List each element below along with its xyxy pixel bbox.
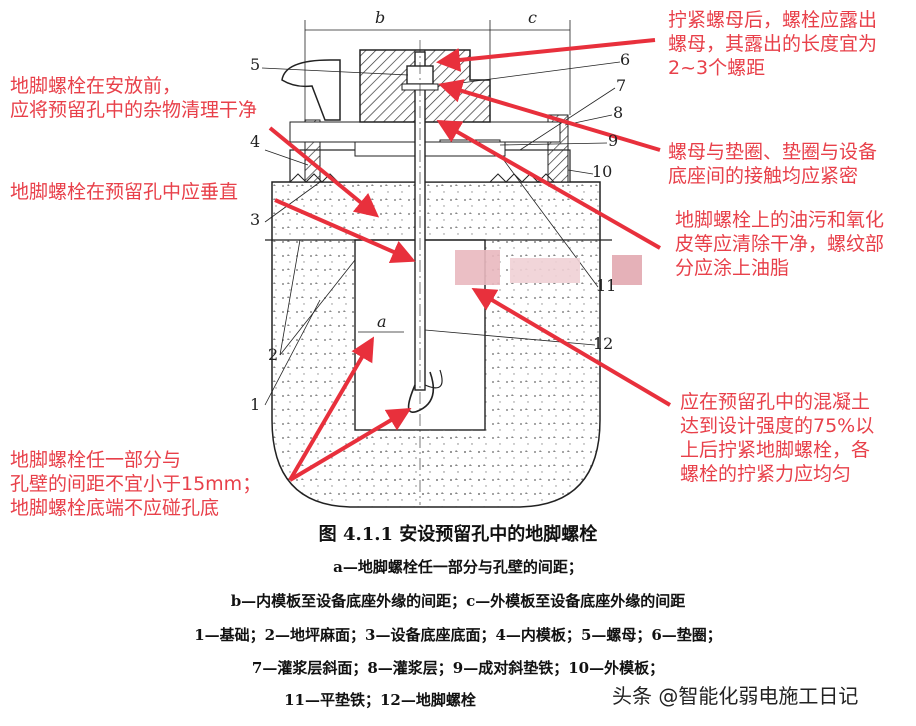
- watermark: 头条 @智能化弱电施工日记: [612, 684, 859, 708]
- dim-c: c: [528, 8, 537, 27]
- flat-shim: [354, 141, 506, 157]
- label-10: 10: [592, 162, 613, 181]
- dim-b: b: [375, 8, 386, 27]
- note-line: 应将预留孔中的杂物清理干净: [10, 99, 258, 121]
- note-line: 螺母与垫圈、垫圈与设备: [668, 141, 878, 163]
- note-line: 地脚螺栓任一部分与: [10, 449, 182, 471]
- note-contact: 螺母与垫圈、垫圈与设备 底座间的接触均应紧密: [668, 140, 877, 188]
- label-6: 6: [620, 50, 631, 69]
- note-line: 上后拧紧地脚螺栓，各: [680, 439, 871, 461]
- note-line: 应在预留孔中的混凝土: [680, 391, 871, 413]
- note-clearance: 地脚螺栓任一部分与 孔壁的间距不宜小于15mm； 地脚螺栓底端不应碰孔底: [10, 448, 261, 520]
- label-8: 8: [613, 103, 624, 122]
- note-line: 地脚螺栓在安放前，: [10, 75, 182, 97]
- label-4: 4: [250, 132, 261, 151]
- dim-a: a: [377, 312, 387, 331]
- note-line: 地脚螺栓在预留孔中应垂直: [10, 181, 239, 203]
- note-line: 拧紧螺母后，螺栓应露出: [668, 9, 878, 31]
- annotation-arrows: [268, 38, 672, 482]
- note-clean-hole: 地脚螺栓在安放前， 应将预留孔中的杂物清理干净: [10, 74, 257, 122]
- label-1: 1: [250, 395, 261, 414]
- note-line: 2~3个螺距: [668, 57, 766, 79]
- note-tightening: 应在预留孔中的混凝土 达到设计强度的75%以 上后拧紧地脚螺栓，各 螺栓的拧紧力…: [680, 390, 874, 486]
- note-line: 皮等应清除干净，螺纹部: [675, 233, 885, 255]
- label-5: 5: [250, 55, 261, 74]
- note-line: 分应涂上油脂: [675, 257, 790, 279]
- label-2: 2: [268, 345, 279, 364]
- caption-line: a—地脚螺栓任一部分与孔壁的间距；: [333, 558, 583, 576]
- label-3: 3: [250, 210, 261, 229]
- label-7: 7: [616, 76, 627, 95]
- note-line: 达到设计强度的75%以: [680, 415, 875, 437]
- note-cleaning: 地脚螺栓上的油污和氧化 皮等应清除干净，螺纹部 分应涂上油脂: [675, 208, 884, 280]
- caption-line: b—内模板至设备底座外缘的间距；c—外模板至设备底座外缘的间距: [230, 592, 686, 610]
- note-thread-exposure: 拧紧螺母后，螺栓应露出 螺母，其露出的长度宜为 2~3个螺距: [668, 8, 877, 80]
- label-9: 9: [608, 131, 619, 150]
- figure-title: 图 4.1.1 安设预留孔中的地脚螺栓: [318, 524, 598, 545]
- note-line: 底座间的接触均应紧密: [668, 165, 859, 187]
- note-line: 地脚螺栓上的油污和氧化: [675, 209, 885, 231]
- label-11: 11: [596, 276, 617, 295]
- label-12: 12: [593, 334, 614, 353]
- note-line: 孔壁的间距不宜小于15mm；: [10, 473, 262, 495]
- note-line: 地脚螺栓底端不应碰孔底: [10, 497, 220, 519]
- note-vertical: 地脚螺栓在预留孔中应垂直: [10, 180, 238, 204]
- caption-line: 11—平垫铁；12—地脚螺栓: [284, 691, 476, 709]
- note-line: 螺母，其露出的长度宜为: [668, 33, 878, 55]
- caption-line: 7—灌浆层斜面；8—灌浆层；9—成对斜垫铁；10—外模板；: [251, 659, 665, 677]
- caption-line: 1—基础；2—地坪麻面；3—设备底座底面；4—内模板；5—螺母；6—垫圈；: [194, 626, 722, 644]
- note-line: 螺栓的拧紧力应均匀: [680, 463, 852, 485]
